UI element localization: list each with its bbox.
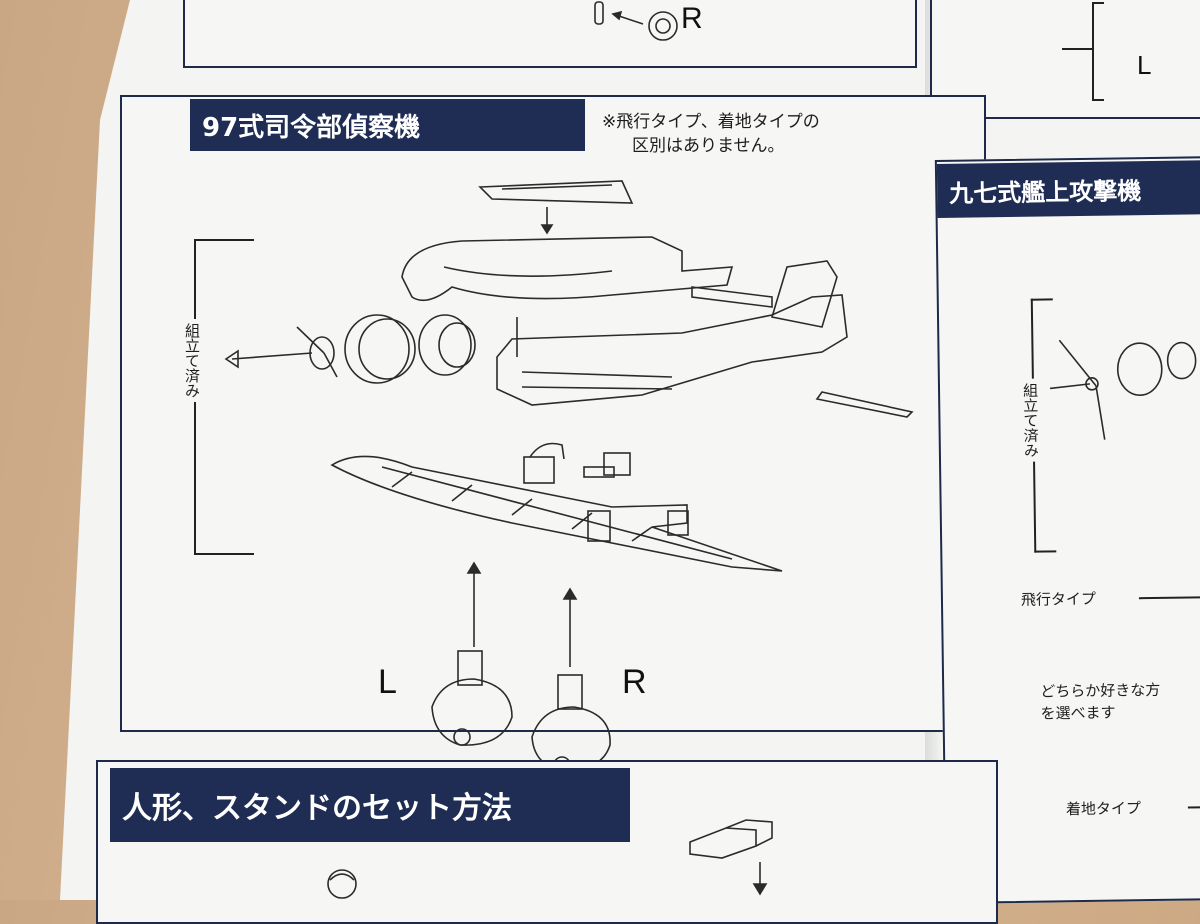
choice-line-1: どちらか好きな方 xyxy=(1040,680,1161,701)
flight-type-label: 飛行タイプ xyxy=(1020,589,1097,609)
gear-right-label: R xyxy=(622,663,647,701)
landing-type-label: 着地タイプ xyxy=(1065,799,1142,819)
assembled-label: 組立て済み xyxy=(1019,378,1043,462)
assembled-label: 組立て済み xyxy=(182,319,203,402)
bottom-panel: 人形、スタンドのセット方法 xyxy=(96,760,998,924)
panel-title: 97式司令部偵察機 xyxy=(190,99,585,151)
landing-type-leader xyxy=(1187,806,1200,809)
note-line-1: ※飛行タイプ、着地タイプの xyxy=(602,112,820,132)
main-panel: 97式司令部偵察機 ※飛行タイプ、着地タイプの 区別はありません。 組立て済み xyxy=(120,95,986,774)
bottom-panel-title: 人形、スタンドのセット方法 xyxy=(110,768,630,842)
gear-left-label: L xyxy=(378,663,397,701)
right-panel: 九七式艦上攻撃機 組立て済み 飛行タイプ どちらか好きな方 を選べます 着地タイ… xyxy=(934,156,1200,904)
choice-line-2: を選べます xyxy=(1040,703,1116,723)
leader-line xyxy=(1062,48,1094,50)
wheel-label: R xyxy=(681,2,703,35)
aircraft-parts-diagram xyxy=(1049,339,1197,440)
wheel-part-icon xyxy=(594,1,678,41)
right-panel-title: 九七式艦上攻撃機 xyxy=(936,160,1200,218)
wheel-label: L xyxy=(1137,50,1152,80)
top-panel: R xyxy=(183,0,917,68)
figure-head-icon xyxy=(327,869,357,899)
note-line-2: 区別はありません。 xyxy=(632,136,785,156)
bracket xyxy=(1092,2,1104,101)
aircraft-exploded-diagram xyxy=(224,180,914,774)
flight-type-leader xyxy=(1138,596,1200,600)
stand-part-diagram xyxy=(689,819,773,896)
